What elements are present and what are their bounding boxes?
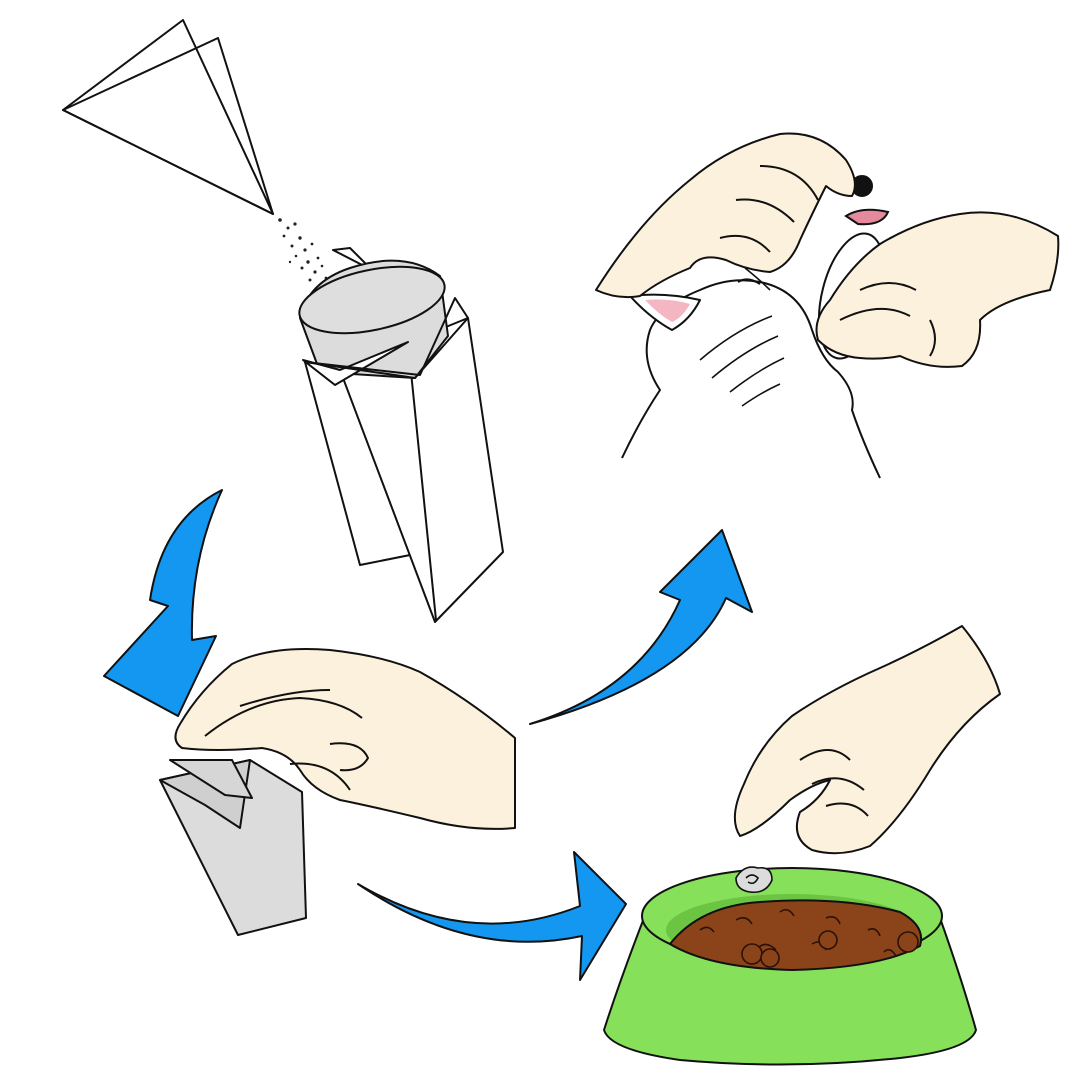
cat-whiskers	[699, 267, 785, 407]
hand-pinching	[174, 647, 516, 830]
sachet-fold	[62, 37, 274, 215]
sachet-front	[62, 19, 274, 215]
powder-packet-icon	[62, 19, 274, 215]
cat-head	[621, 279, 881, 479]
hand-holding-head	[595, 132, 856, 299]
folded-paper-icon	[298, 247, 504, 623]
arrow-step1-to-step2	[103, 489, 223, 717]
arrow-step2-to-cat	[529, 529, 753, 725]
hand-sprinkling	[733, 625, 1001, 855]
folded-paper-pinch-icon	[159, 759, 307, 936]
curved-arrow-icon	[103, 489, 753, 981]
cat-mouth-dosing-icon	[595, 132, 1060, 479]
food-bowl-icon	[603, 867, 977, 1066]
powder-clump	[735, 866, 773, 894]
hand-opening-mouth	[815, 211, 1060, 368]
cat-food	[669, 899, 922, 971]
arrow-step2-to-bowl	[357, 851, 627, 981]
